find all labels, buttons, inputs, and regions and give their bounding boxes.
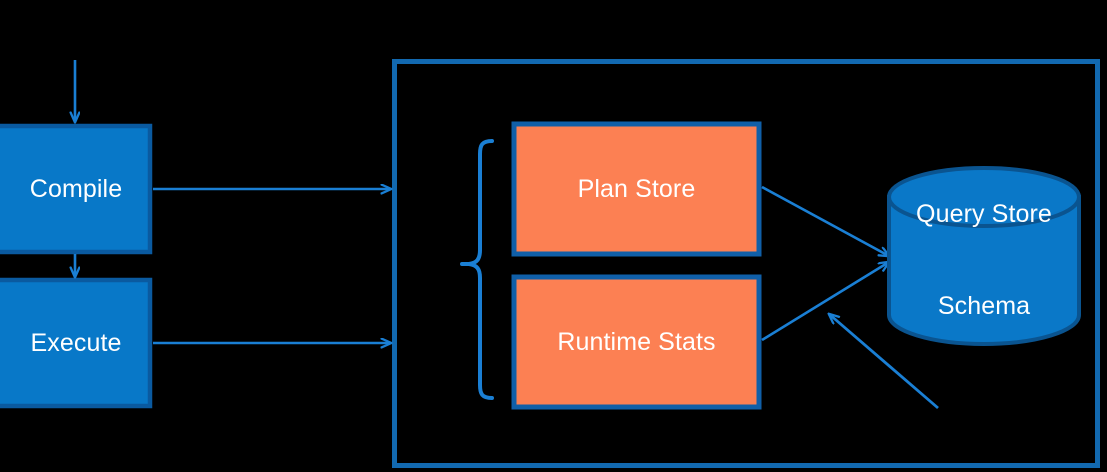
execute-box[interactable] xyxy=(0,277,153,409)
grouping-brace xyxy=(467,139,494,400)
query-store-container xyxy=(392,59,1100,468)
runtime-stats-box[interactable] xyxy=(511,274,762,410)
arrow-plan-store-to-schema xyxy=(761,185,889,256)
arrow-runtime-stats-to-schema xyxy=(761,262,889,342)
plan-store-box[interactable] xyxy=(511,121,762,257)
arrow-external-to-schema xyxy=(829,314,939,410)
compile-box[interactable] xyxy=(0,123,153,255)
query-store-schema-cylinder[interactable] xyxy=(887,166,1081,347)
